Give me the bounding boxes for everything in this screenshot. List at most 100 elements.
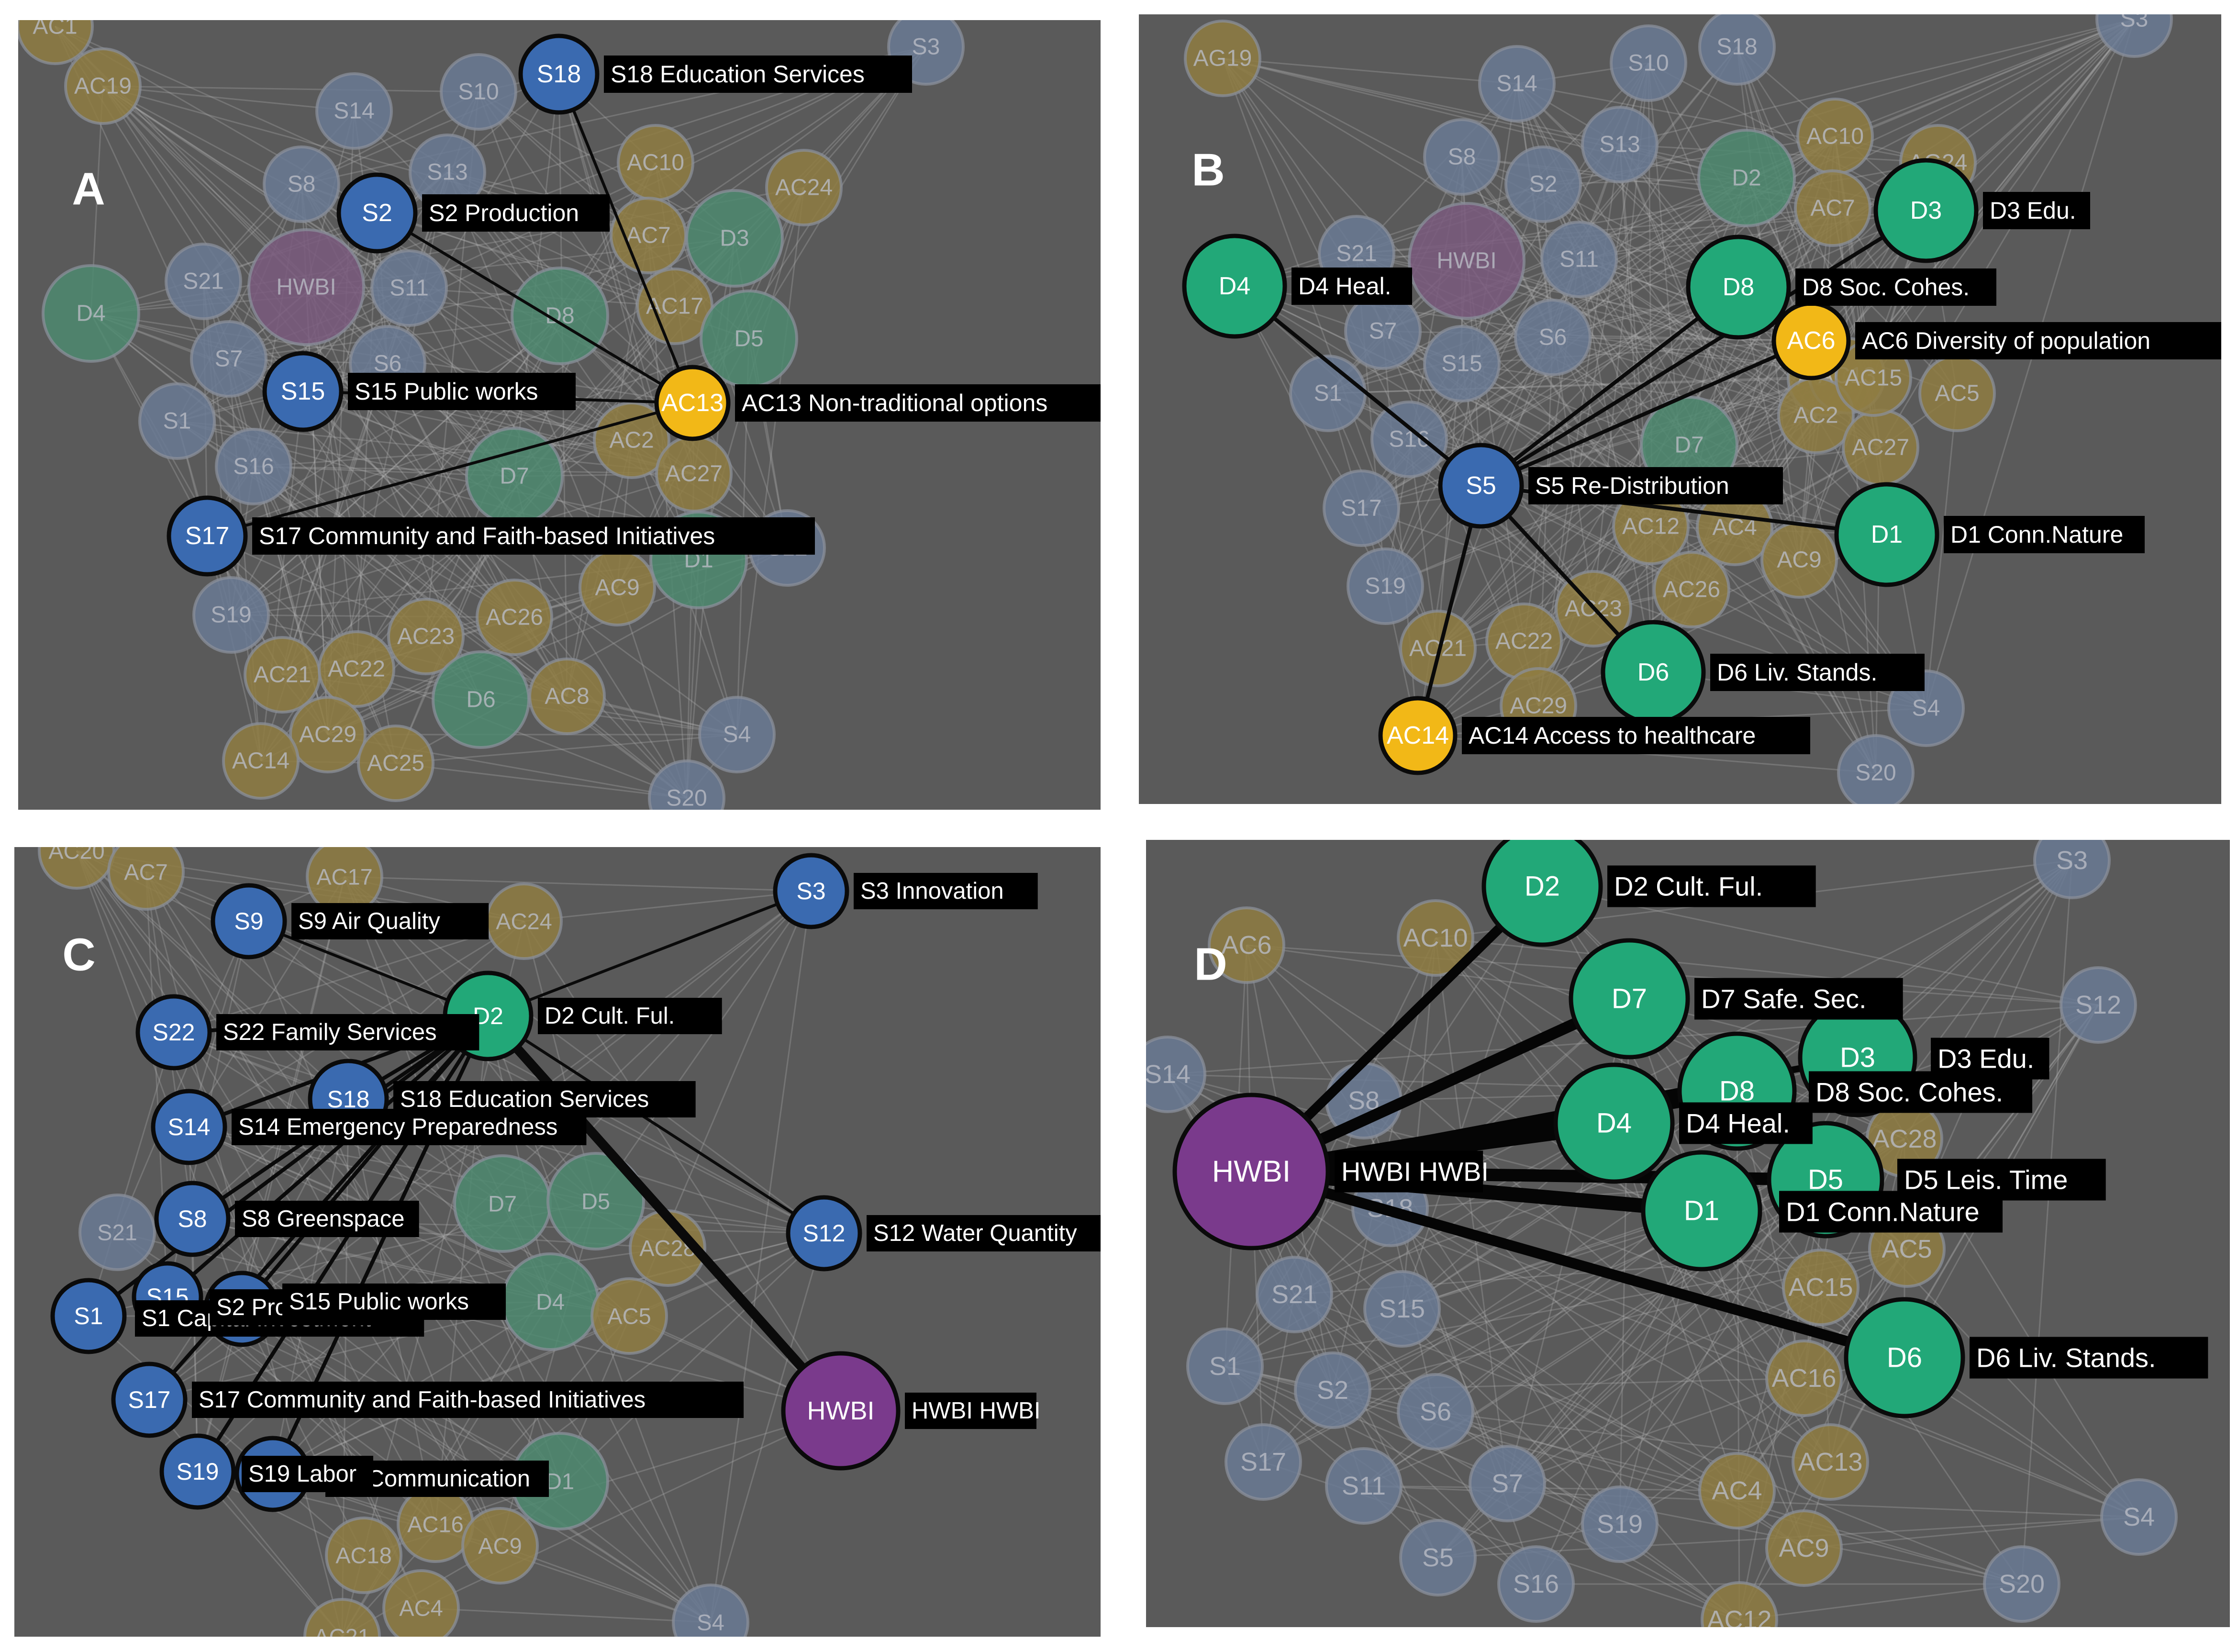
node-circle[interactable] bbox=[518, 33, 600, 115]
node-s3[interactable]: S3 bbox=[773, 853, 849, 929]
node-circle[interactable] bbox=[211, 883, 287, 960]
node-circle[interactable] bbox=[336, 172, 418, 254]
node-circle[interactable] bbox=[1172, 1093, 1330, 1250]
label-hwbi: HWBI HWBI bbox=[905, 1393, 1040, 1429]
node-circle[interactable] bbox=[262, 351, 344, 432]
background-node-circle bbox=[1397, 899, 1474, 977]
node-circle[interactable] bbox=[1182, 234, 1287, 339]
node-ac13[interactable]: AC13 bbox=[654, 365, 731, 441]
edge-s5-ac6 bbox=[1479, 339, 1813, 488]
background-node-circle bbox=[315, 72, 393, 150]
label-text: S17 Community and Faith-based Initiative… bbox=[199, 1387, 646, 1413]
node-circle[interactable] bbox=[1844, 1297, 1965, 1418]
background-node-ac27: AC27 bbox=[655, 435, 733, 513]
node-circle[interactable] bbox=[773, 853, 849, 929]
node-circle[interactable] bbox=[1378, 696, 1458, 775]
node-circle[interactable] bbox=[154, 1181, 231, 1257]
background-node-ac10: AC10 bbox=[1397, 899, 1474, 977]
node-d1[interactable]: D1 bbox=[1834, 482, 1939, 587]
node-circle[interactable] bbox=[135, 994, 212, 1071]
node-circle[interactable] bbox=[1686, 234, 1791, 340]
node-s18[interactable]: S18 bbox=[518, 33, 600, 115]
background-node-d1: D1 bbox=[511, 1432, 609, 1530]
node-hwbi[interactable]: HWBI bbox=[1172, 1093, 1330, 1250]
node-ac14[interactable]: AC14 bbox=[1378, 696, 1458, 775]
node-d3[interactable]: D3 bbox=[1873, 158, 1979, 263]
background-node-circle bbox=[18, 20, 94, 65]
node-d4[interactable]: D4 bbox=[1553, 1062, 1675, 1184]
node-circle[interactable] bbox=[654, 365, 731, 441]
node-id: S17 bbox=[128, 1386, 171, 1413]
background-node-label: S19 bbox=[1597, 1510, 1643, 1539]
node-circle[interactable] bbox=[1481, 828, 1603, 947]
background-edge bbox=[1389, 1208, 1740, 1620]
background-node-label: HWBI bbox=[1436, 248, 1496, 274]
background-node-circle bbox=[107, 847, 185, 911]
node-circle[interactable] bbox=[111, 1362, 188, 1438]
node-s8[interactable]: S8 bbox=[154, 1181, 231, 1257]
node-labels: D2 Cult. Ful.D7 Safe. Sec.D3 Edu.D8 Soc.… bbox=[1335, 865, 2208, 1379]
node-circle[interactable] bbox=[1553, 1062, 1675, 1184]
node-s22[interactable]: S22 bbox=[135, 994, 212, 1071]
node-d7[interactable]: D7 bbox=[1569, 938, 1690, 1060]
node-ac6[interactable]: AC6 bbox=[1771, 301, 1851, 380]
node-d6[interactable]: D6 bbox=[1601, 620, 1706, 725]
node-s19[interactable]: S19 bbox=[159, 1433, 236, 1510]
node-circle[interactable] bbox=[786, 1195, 862, 1272]
node-circle[interactable] bbox=[1438, 443, 1524, 529]
background-node-circle bbox=[440, 53, 517, 131]
background-edge bbox=[1222, 57, 1747, 179]
background-node-label: AC28 bbox=[1872, 1125, 1937, 1153]
background-node-label: S4 bbox=[697, 1610, 724, 1635]
background-node-label: AC24 bbox=[775, 175, 833, 201]
node-id: HWBI bbox=[1212, 1155, 1291, 1188]
node-s12[interactable]: S12 bbox=[786, 1195, 862, 1272]
node-s17[interactable]: S17 bbox=[111, 1362, 188, 1438]
background-node-label: AC23 bbox=[397, 624, 455, 649]
background-edge bbox=[1552, 336, 1812, 342]
background-node-s19: S19 bbox=[1581, 1485, 1659, 1563]
background-node-circle bbox=[1184, 20, 1261, 97]
background-node-ac4: AC4 bbox=[1696, 489, 1773, 566]
node-s9[interactable]: S9 bbox=[211, 883, 287, 960]
node-d2[interactable]: D2 bbox=[1481, 828, 1603, 947]
node-s5[interactable]: S5 bbox=[1438, 443, 1524, 529]
node-id: D5 bbox=[1808, 1164, 1843, 1195]
node-circle[interactable] bbox=[1569, 938, 1690, 1060]
node-id: S1 bbox=[74, 1303, 103, 1329]
node-circle[interactable] bbox=[159, 1433, 236, 1510]
background-node-circle bbox=[370, 249, 448, 327]
background-node-label: AC5 bbox=[1935, 381, 1979, 406]
node-s15[interactable]: S15 bbox=[262, 351, 344, 432]
node-circle[interactable] bbox=[1641, 1150, 1762, 1272]
node-d4[interactable]: D4 bbox=[1182, 234, 1287, 339]
edge-s18-ac13 bbox=[557, 73, 694, 404]
background-edge bbox=[1516, 83, 1927, 709]
node-s17[interactable]: S17 bbox=[167, 495, 248, 577]
node-circle[interactable] bbox=[167, 495, 248, 577]
node-s14[interactable]: S14 bbox=[151, 1089, 227, 1165]
background-node-s13: S13 bbox=[409, 134, 486, 211]
background-node-label: AC6 bbox=[1221, 931, 1271, 960]
label-text: S3 Innovation bbox=[860, 878, 1004, 904]
node-d1[interactable]: D1 bbox=[1641, 1150, 1762, 1272]
node-circle[interactable] bbox=[50, 1278, 127, 1354]
node-circle[interactable] bbox=[151, 1089, 227, 1165]
background-node-ac24: AC24 bbox=[765, 149, 843, 226]
background-node-label: AC15 bbox=[1788, 1273, 1853, 1302]
node-s2[interactable]: S2 bbox=[336, 172, 418, 254]
background-node-label: S21 bbox=[97, 1220, 137, 1245]
node-d6[interactable]: D6 bbox=[1844, 1297, 1965, 1418]
node-hwbi[interactable]: HWBI bbox=[781, 1351, 901, 1471]
background-edge bbox=[1435, 937, 2099, 1006]
node-s1[interactable]: S1 bbox=[50, 1278, 127, 1354]
node-circle[interactable] bbox=[781, 1351, 901, 1471]
background-node-d7: D7 bbox=[453, 1154, 552, 1253]
background-node-label: AC8 bbox=[545, 684, 589, 709]
node-circle[interactable] bbox=[1834, 482, 1939, 587]
edge-s2-ac13 bbox=[376, 212, 694, 404]
node-d8[interactable]: D8 bbox=[1686, 234, 1791, 340]
node-circle[interactable] bbox=[1873, 158, 1979, 263]
background-node-label: S21 bbox=[183, 269, 223, 294]
background-node-ac26: AC26 bbox=[476, 579, 553, 656]
